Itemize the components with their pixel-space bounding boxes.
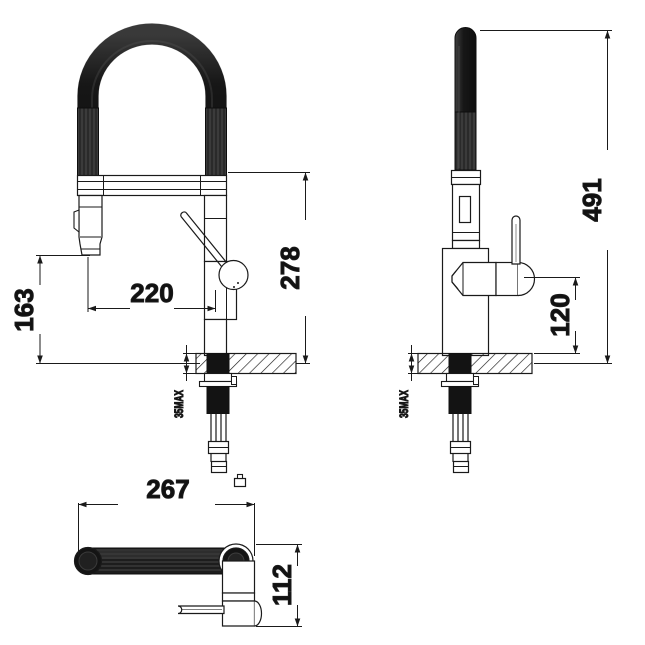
dimension-278: 278: [228, 172, 310, 364]
dimension-112-label: 112: [267, 564, 297, 606]
dimension-220: 220: [87, 257, 216, 312]
side-view: 491 120 35MAX: [397, 27, 612, 474]
handle-pivot: [218, 259, 249, 291]
hose-rib-right: [205, 108, 227, 176]
dimension-278-label: 278: [275, 246, 305, 289]
side-hose: [454, 27, 477, 171]
plan-hose: [73, 543, 254, 579]
top-view: 267 112: [73, 473, 302, 627]
dimension-120: 120: [524, 277, 580, 354]
plan-fitting: [233, 473, 247, 488]
note-35max-front-label: 35MAX: [172, 390, 186, 418]
note-35max-side: 35MAX: [397, 345, 444, 419]
side-hose-rib: [454, 111, 477, 171]
dimension-112: 112: [256, 544, 302, 627]
note-35max-front: 35MAX: [172, 345, 202, 419]
spray-head: [73, 194, 103, 256]
plan-body: [221, 560, 263, 627]
spout-crossbar: [76, 174, 228, 197]
note-35max-side-label: 35MAX: [397, 390, 411, 418]
front-view: 163 220 278 35MAX: [9, 23, 310, 474]
dimension-220-label: 220: [130, 278, 173, 308]
side-body: [441, 247, 536, 357]
dimension-163: 163: [9, 255, 200, 364]
dimension-267-label: 267: [146, 474, 189, 504]
plan-lever: [177, 605, 225, 615]
dimension-491: 491: [480, 30, 612, 364]
spring-hose-arch: [77, 23, 227, 177]
dimension-163-label: 163: [9, 288, 39, 331]
dimension-267: 267: [78, 474, 255, 556]
side-spray-head: [450, 169, 482, 250]
side-mounting-hardware: [440, 353, 480, 474]
dimension-491-label: 491: [577, 178, 607, 221]
side-countertop-section: [417, 352, 533, 375]
side-lever: [511, 215, 521, 265]
dimension-120-label: 120: [545, 293, 575, 336]
hose-rib-left: [77, 108, 99, 176]
mounting-hardware: [198, 353, 238, 474]
lever-handle: [180, 211, 249, 291]
